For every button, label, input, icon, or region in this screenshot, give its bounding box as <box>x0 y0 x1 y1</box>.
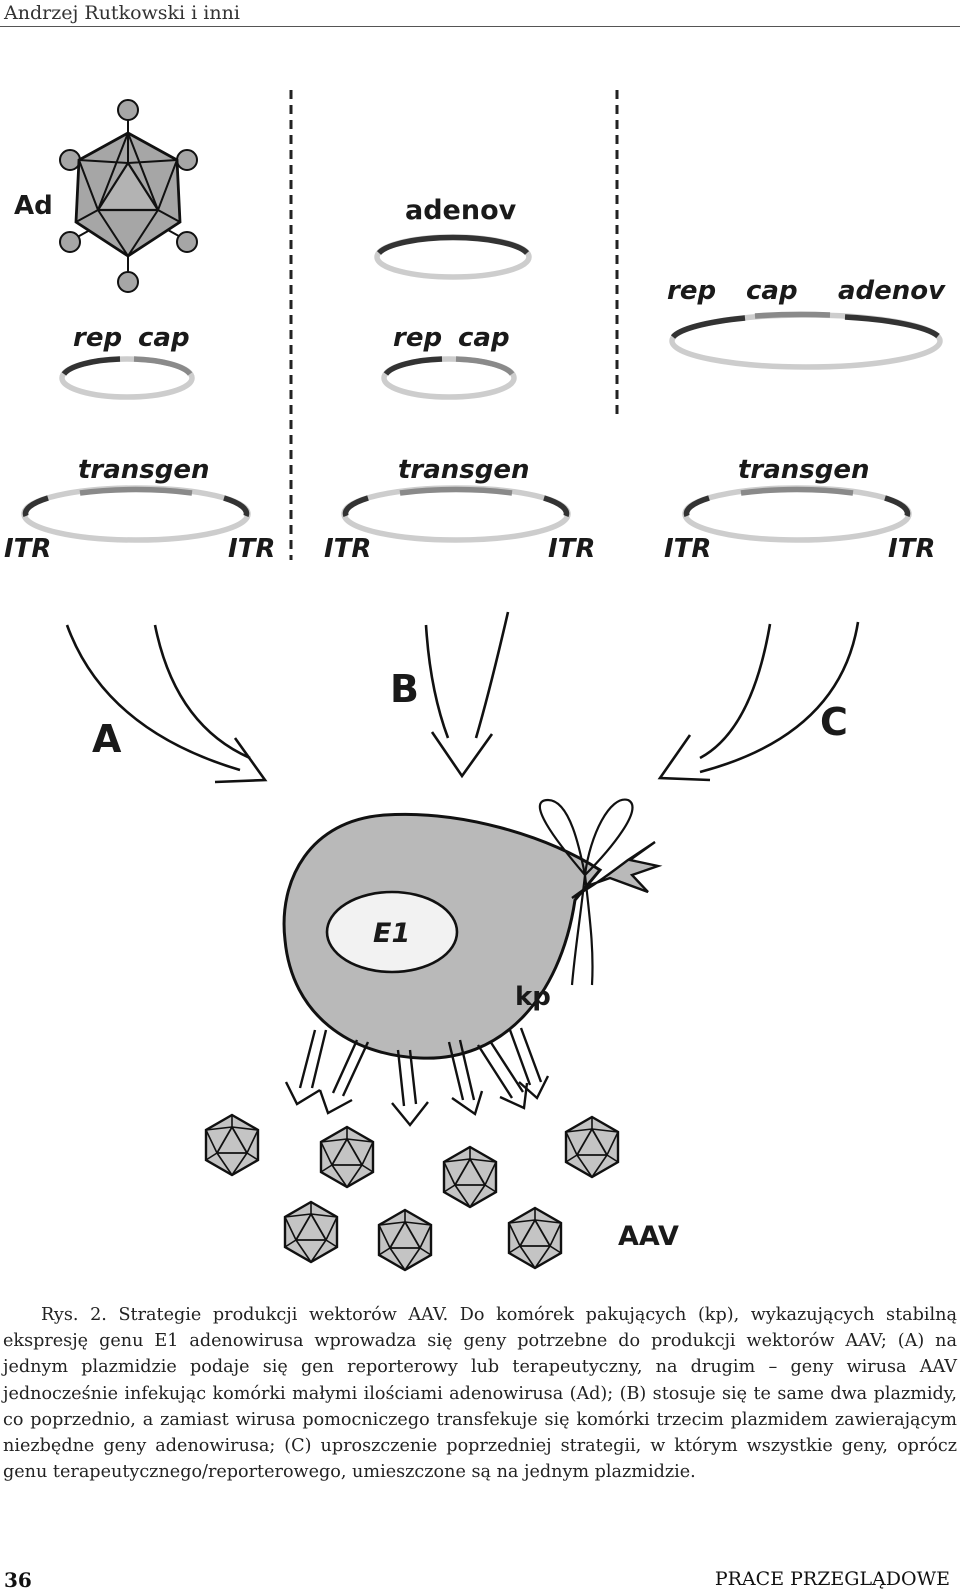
aav-particle-3 <box>442 1145 498 1209</box>
packaging-cell: E1 kp <box>282 798 663 1060</box>
label-method-a: A <box>92 717 122 761</box>
label-itr-a-left: ITR <box>4 534 51 564</box>
label-method-b: B <box>390 667 419 711</box>
label-itr-a-right: ITR <box>228 534 275 564</box>
label-e1: E1 <box>373 918 410 949</box>
label-cap-b: cap <box>458 323 510 353</box>
header-rule <box>0 26 960 27</box>
adenovirus-icon <box>59 99 198 293</box>
arrow-a <box>65 624 268 784</box>
label-adenov-b: adenov <box>405 195 517 226</box>
label-itr-c-right: ITR <box>888 534 935 564</box>
label-method-c: C <box>820 700 848 744</box>
label-rep-c: rep <box>667 276 716 306</box>
section-name: PRACE PRZEGLĄDOWE <box>714 1568 950 1590</box>
aav-particle-4 <box>564 1115 620 1179</box>
label-transgen-a: transgen <box>78 455 210 485</box>
plasmid-adenov-b <box>374 234 532 280</box>
nucleus-e1 <box>325 890 459 974</box>
plasmid-rep-cap-b <box>381 356 517 400</box>
label-transgen-c: transgen <box>738 455 870 485</box>
plasmid-rep-cap-a <box>59 356 195 400</box>
label-rep-a: rep <box>73 323 122 353</box>
aav-particle-2 <box>319 1125 375 1189</box>
plasmid-transgen-c <box>682 485 912 543</box>
label-itr-b-left: ITR <box>324 534 371 564</box>
label-ad: Ad <box>14 191 53 221</box>
running-head: Andrzej Rutkowski i inni <box>4 2 240 24</box>
label-aav: AAV <box>618 1221 679 1252</box>
label-kp: kp <box>515 982 551 1012</box>
label-cap-a: cap <box>138 323 190 353</box>
arrow-b <box>424 611 510 779</box>
label-cap-c: cap <box>746 276 798 306</box>
figure-caption: Rys. 2. Strategie produkcji wektorów AAV… <box>3 1302 957 1485</box>
label-transgen-b: transgen <box>398 455 530 485</box>
arrow-c <box>657 621 860 782</box>
label-adenov-c: adenov <box>838 276 946 306</box>
figure-aav-production: Ad adenov rep cap rep cap rep cap adenov… <box>4 90 946 1272</box>
aav-particle-1 <box>204 1113 260 1177</box>
page-number: 36 <box>4 1568 32 1592</box>
plasmid-rep-cap-adenov-c <box>669 311 943 370</box>
caption-text: Rys. 2. Strategie produkcji wektorów AAV… <box>3 1305 957 1483</box>
aav-particle-7 <box>507 1206 563 1270</box>
aav-particle-5 <box>283 1200 339 1264</box>
label-rep-b: rep <box>393 323 442 353</box>
aav-particle-6 <box>377 1208 433 1272</box>
label-itr-b-right: ITR <box>548 534 595 564</box>
plasmid-transgen-b <box>341 485 571 543</box>
plasmid-transgen-a <box>21 485 251 543</box>
arrows-to-aav <box>284 1027 550 1127</box>
label-itr-c-left: ITR <box>664 534 711 564</box>
